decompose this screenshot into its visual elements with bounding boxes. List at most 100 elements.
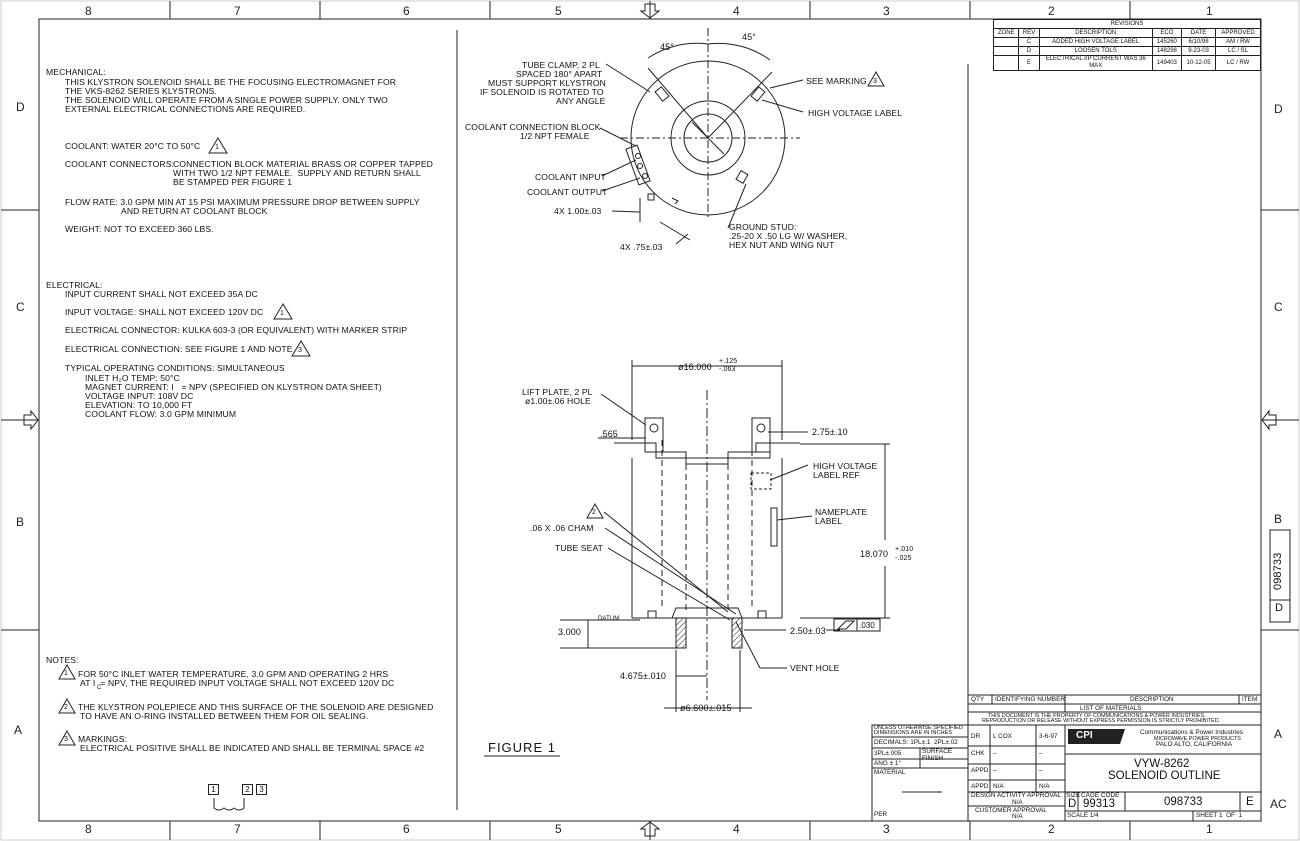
vent-hole-label: VENT HOLE	[790, 663, 840, 673]
table-row: D LOOSEN TOLS 148298 9-23-03 LC / SL	[992, 46, 1261, 56]
dim-565: .565	[600, 429, 618, 439]
diameter-top-tol-minus: -.063	[719, 366, 736, 373]
tb-design-na: N/A	[1012, 799, 1023, 806]
tb-list-of-materials: LIST OF MATERIALS	[1080, 705, 1142, 712]
coolant-connectors-line-2: WITH TWO 1/2 NPT FEMALE. SUPPLY AND RETU…	[173, 168, 421, 178]
rev-cell	[992, 46, 1020, 56]
ground-stud-line-1: GROUND STUD:	[729, 222, 797, 232]
note-triangle-1a	[208, 137, 228, 154]
tube-clamp-line-5: ANY ANGLE	[556, 96, 606, 106]
tb-item: ITEM	[1242, 696, 1258, 703]
zone-bottom-2: 2	[1048, 822, 1055, 836]
rev-cell: 10-12-05	[1181, 55, 1217, 71]
zone-left-c: C	[16, 300, 25, 314]
zone-top-8: 8	[85, 4, 92, 18]
rev-cell	[992, 55, 1020, 71]
tb-appd: APPD	[971, 767, 989, 774]
side-stamp-number: 098733	[1272, 552, 1284, 590]
weight-spec: WEIGHT: NOT TO EXCEED 360 LBS.	[65, 224, 214, 234]
tube-clamp-line-4: IF SOLENOID IS ROTATED TO	[480, 87, 604, 97]
zone-top-1: 1	[1206, 4, 1213, 18]
note-1-line-2: AT I = NPV, THE REQUIRED INPUT VOLTAGE S…	[80, 678, 395, 688]
rev-header-zone: ZONE	[992, 28, 1020, 38]
revisions-table: REVISIONS ZONE REV DESCRIPTION ECO DATE …	[992, 19, 1261, 71]
note-2-line-2: TO HAVE AN O-RING INSTALLED BETWEEN THEM…	[80, 711, 369, 721]
coolant-output-label: COOLANT OUTPUT	[527, 187, 608, 197]
rev-cell: 148298	[1151, 46, 1183, 56]
rev-cell: D	[1018, 46, 1040, 56]
company-logo: CPI	[1076, 730, 1093, 741]
rev-cell: AM / RW	[1215, 37, 1261, 47]
coolant-block-line-2: 1/2 NPT FEMALE	[520, 131, 590, 141]
nameplate-line-1: NAMEPLATE	[815, 507, 868, 517]
tb-chk-date: –	[1039, 750, 1043, 757]
figure-label: FIGURE 1	[488, 740, 556, 755]
tb-per: PER	[874, 811, 888, 818]
zone-right-b: B	[1274, 512, 1283, 526]
dim-4675: 4.675±.010	[620, 671, 666, 681]
company-logo-shape	[1068, 729, 1125, 744]
notes-heading: NOTES:	[46, 655, 79, 665]
tb-dr: DR	[971, 733, 981, 740]
rev-header-date: DATE	[1181, 28, 1217, 38]
tb-surface: SURFACE	[922, 748, 953, 755]
rev-header-eco: ECO	[1151, 28, 1183, 38]
zone-bottom-3: 3	[883, 822, 890, 836]
coolant-input-label: COOLANT INPUT	[535, 172, 606, 182]
rev-cell: LC / RW	[1215, 55, 1261, 71]
tb-decimals: DECIMALS: 1PL±.1 2PL±.02	[874, 739, 958, 746]
tb-appd2-date: N/A	[1039, 783, 1050, 790]
note-1-subscript: C	[97, 685, 102, 691]
rev-cell: ADDED HIGH VOLTAGE LABEL	[1038, 37, 1153, 47]
coolant-connectors-line-3: BE STAMPED PER FIGURE 1	[173, 177, 293, 187]
coolant-connectors-line-1: CONNECTION BLOCK MATERIAL BRASS OR COPPE…	[173, 159, 433, 169]
tb-company-3: PALO ALTO, CALIFORNIA	[1156, 741, 1232, 748]
coolant-flow: COOLANT FLOW: 3.0 GPM MINIMUM	[85, 409, 237, 419]
tb-unless-1: UNLESS OTHERWISE SPECIFIED	[874, 725, 963, 731]
tb-customer-na: N/A	[1012, 813, 1023, 820]
note-1-line-1: FOR 50°C INLET WATER TEMPERATURE, 3.0 GP…	[78, 669, 389, 679]
input-current-spec: INPUT CURRENT SHALL NOT EXCEED 35A DC	[65, 289, 258, 299]
tb-property-1: THIS DOCUMENT IS THE PROPERTY OF COMMUNI…	[988, 713, 1206, 719]
tb-sheet: SHEET 1 OF 1	[1196, 812, 1243, 819]
mechanical-line-2: THE VKS-8262 SERIES KLYSTRONS.	[65, 86, 217, 96]
rev-cell: E	[1018, 55, 1040, 71]
tb-cage-label: CAGE CODE	[1081, 792, 1120, 799]
tb-unless-2: DIMENSIONS ARE IN INCHES	[874, 730, 953, 736]
angle-right-label: 45°	[742, 32, 756, 42]
flow-rate-line-1: FLOW RATE: 3.0 GPM MIN AT 15 PSI MAXIMUM…	[65, 197, 420, 207]
mechanical-heading: MECHANICAL:	[46, 67, 106, 77]
mechanical-line-1: THIS KLYSTRON SOLENOID SHALL BE THE FOCU…	[65, 77, 397, 87]
flatness-tolerance: .030	[859, 621, 875, 630]
side-stamp-rev: D	[1275, 602, 1284, 614]
rev-header-approved: APPROVED	[1215, 28, 1261, 38]
electrical-connection-spec: ELECTRICAL CONNECTION: SEE FIGURE 1 AND …	[65, 344, 293, 354]
zone-top-6: 6	[403, 4, 410, 18]
tb-design-approval: DESIGN ACTIVITY APPROVAL	[971, 792, 1061, 799]
rev-cell: LOOSEN TOLS	[1038, 46, 1153, 56]
zone-left-b: B	[16, 515, 25, 529]
coolant-spec: COOLANT: WATER 20°C TO 50°C	[65, 141, 201, 151]
lift-plate-line-1: LIFT PLATE, 2 PL	[522, 387, 593, 397]
input-voltage-spec: INPUT VOLTAGE: SHALL NOT EXCEED 120V DC	[65, 307, 264, 317]
tb-property-2: REPRODUCTION OR RELEASE WITHOUT EXPRESS …	[982, 718, 1221, 724]
zone-bottom-7: 7	[234, 822, 241, 836]
note-triangle-n3	[58, 729, 76, 746]
mechanical-line-4: EXTERNAL ELECTRICAL CONNECTIONS ARE REQU…	[65, 104, 306, 114]
zone-bottom-1: 1	[1206, 822, 1213, 836]
lift-plate-line-2: ø1.00±.06 HOLE	[525, 396, 591, 406]
tb-dr-name: L COX	[993, 733, 1012, 740]
rev-cell: ELECTRICAL I/P CURRENT WAS 36 MAX	[1038, 55, 1153, 71]
note-1-number: 1	[64, 670, 68, 677]
zone-top-4: 4	[733, 4, 740, 18]
zone-left-a: A	[14, 723, 23, 737]
tb-revision: E	[1246, 796, 1254, 808]
see-marking-note-number: 3	[873, 78, 877, 85]
tb-material: MATERIAL	[874, 769, 906, 776]
elevation: ELEVATION: TO 10,000 FT	[85, 400, 193, 410]
dim-6600: ø6.600±.015	[680, 703, 732, 713]
tube-clamp-line-2: SPACED 180° APART	[516, 69, 603, 79]
electrical-connection-note-number: 3	[298, 347, 302, 354]
tb-company-2: MICROWAVE POWER PRODUCTS	[1154, 736, 1241, 742]
